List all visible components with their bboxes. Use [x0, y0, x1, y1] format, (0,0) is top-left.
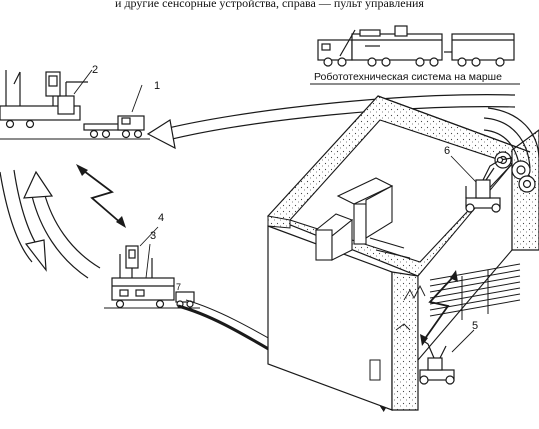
leader-4: [139, 226, 159, 247]
leader-3: [145, 243, 151, 279]
label-3: 3: [150, 230, 157, 242]
leader-5: [451, 329, 475, 353]
convoy-trailer-1: [351, 33, 443, 61]
label-1: 1: [154, 80, 161, 92]
reactor-building: [266, 95, 532, 411]
leader-2: [73, 69, 93, 95]
bent-pipes: [483, 107, 539, 193]
cycle-arrow-up: [43, 191, 101, 269]
robot-6: [465, 156, 513, 213]
leader-1: [131, 84, 143, 113]
convoy-trailer-2: [451, 33, 515, 61]
robot-5: [419, 339, 455, 385]
label-7: 7: [176, 282, 182, 292]
label-4: 4: [158, 212, 165, 224]
label-2: 2: [92, 64, 99, 76]
march-convoy: [317, 25, 515, 67]
figure-caption-fragment: и другие сенсорные устройства, справа — …: [115, 0, 424, 10]
label-6: 6: [444, 145, 451, 157]
radio-link-left: [79, 167, 123, 225]
deployed-platform: [0, 70, 145, 139]
march-label: Робототехническая система на марше: [314, 71, 502, 83]
cycle-arrow-down: [0, 171, 33, 263]
radio-link-right: [423, 275, 455, 341]
control-vehicle: [111, 245, 195, 309]
label-5: 5: [472, 320, 479, 332]
leader-6: [450, 155, 477, 183]
